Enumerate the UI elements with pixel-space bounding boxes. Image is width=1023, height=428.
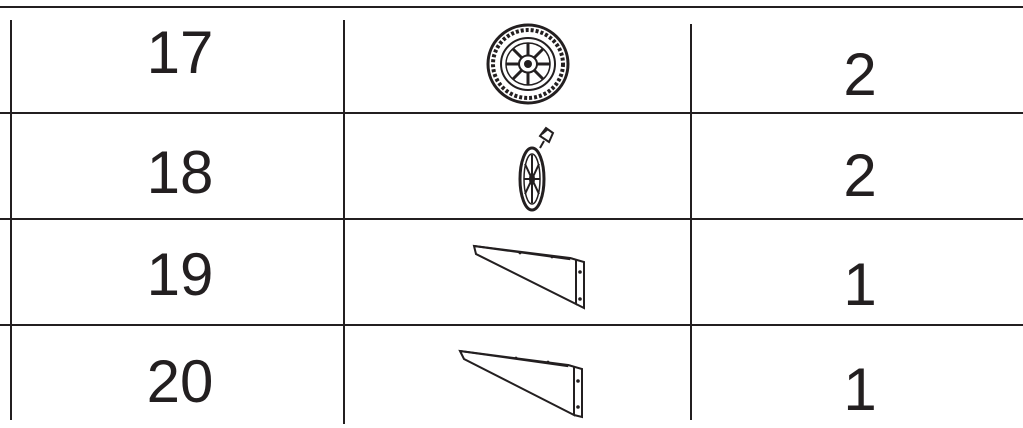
part-quantity: 2 bbox=[843, 142, 877, 209]
column-divider-1 bbox=[343, 20, 345, 424]
row-divider-2 bbox=[0, 218, 1023, 220]
row-divider-top bbox=[0, 6, 1023, 8]
part-number: 19 bbox=[146, 241, 214, 308]
bracket-bar-icon bbox=[472, 244, 585, 310]
row-divider-1 bbox=[0, 112, 1023, 114]
angled-bracket-icon bbox=[458, 349, 583, 419]
hubcap-icon bbox=[518, 126, 555, 212]
column-divider-2 bbox=[690, 24, 692, 420]
row-divider-3 bbox=[0, 324, 1023, 326]
part-quantity: 1 bbox=[843, 356, 877, 423]
part-number: 17 bbox=[146, 19, 214, 86]
part-quantity: 1 bbox=[843, 251, 877, 318]
part-quantity: 2 bbox=[843, 41, 877, 108]
column-divider-left bbox=[10, 20, 12, 420]
part-number: 20 bbox=[146, 348, 214, 415]
part-number: 18 bbox=[146, 139, 214, 206]
wheel-icon bbox=[486, 23, 570, 105]
